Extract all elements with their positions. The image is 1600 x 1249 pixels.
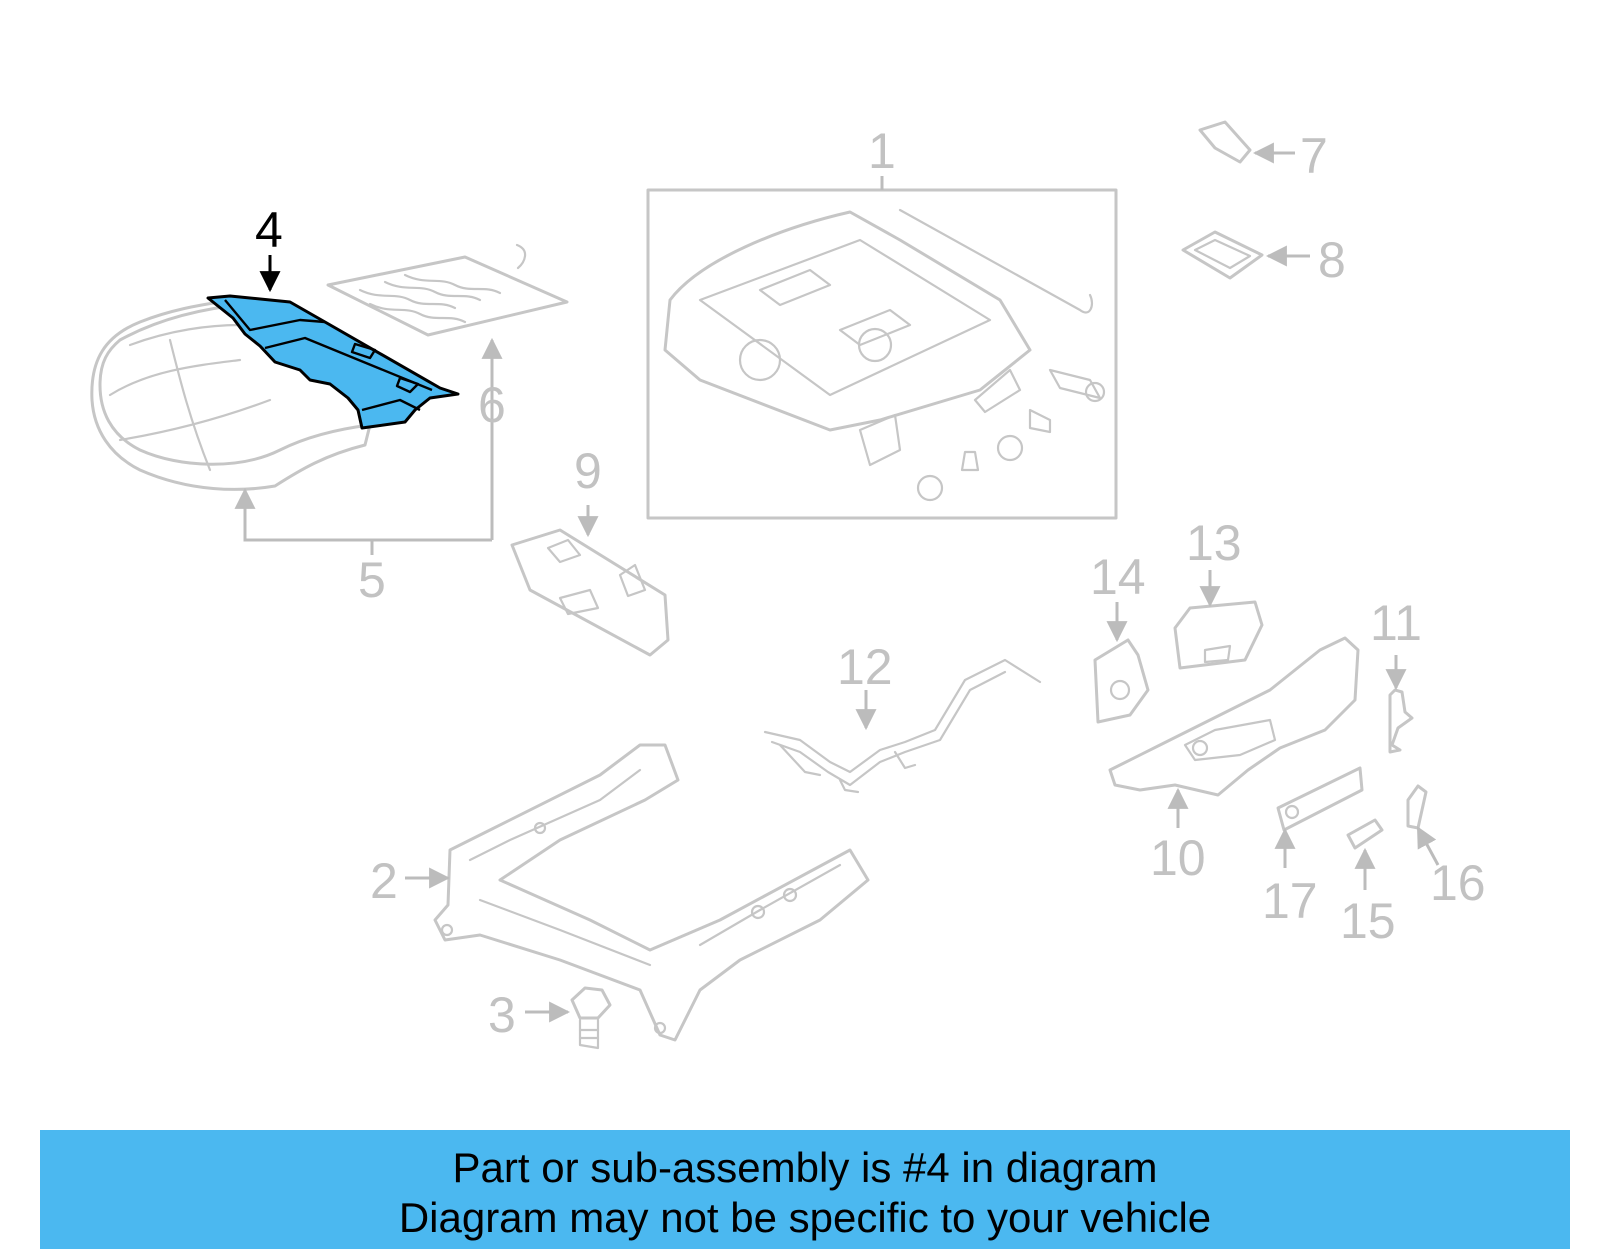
callout-10: 10 bbox=[1150, 830, 1206, 886]
callout-16: 16 bbox=[1430, 855, 1486, 911]
callout-3: 3 bbox=[488, 987, 516, 1043]
part-9-housing bbox=[510, 528, 670, 657]
part-7-clip bbox=[1198, 120, 1252, 164]
info-banner: Part or sub-assembly is #4 in diagram Di… bbox=[40, 1130, 1570, 1249]
callout-9: 9 bbox=[574, 443, 602, 499]
seat-frame-part bbox=[663, 208, 1106, 502]
heater-mat-part bbox=[326, 243, 569, 337]
callout-6: 6 bbox=[478, 377, 506, 433]
part-10-side-trim bbox=[1108, 636, 1360, 797]
callout-8: 8 bbox=[1318, 232, 1346, 288]
callout-17: 17 bbox=[1262, 873, 1318, 929]
part-11-clip bbox=[1388, 688, 1414, 754]
highlighted-part-4 bbox=[206, 294, 460, 430]
banner-line-part-number: Part or sub-assembly is #4 in diagram bbox=[452, 1144, 1158, 1191]
part-16-cap bbox=[1406, 784, 1428, 830]
callout-11: 11 bbox=[1370, 595, 1422, 651]
callout-4: 4 bbox=[255, 202, 283, 258]
part-13-switch bbox=[1173, 600, 1264, 670]
callout-15: 15 bbox=[1340, 893, 1396, 949]
part-2-seat-track bbox=[433, 743, 870, 1042]
banner-line-disclaimer: Diagram may not be specific to your vehi… bbox=[398, 1194, 1212, 1241]
callout-1: 1 bbox=[868, 123, 896, 179]
leader-16 bbox=[1416, 826, 1440, 866]
part-3-bolt bbox=[570, 986, 612, 1050]
callout-2: 2 bbox=[370, 853, 398, 909]
part-8-pad bbox=[1181, 230, 1264, 280]
leader-5-bracket bbox=[243, 492, 492, 542]
callout-5: 5 bbox=[358, 552, 386, 608]
seat-cushion-part bbox=[90, 300, 372, 491]
part-17-bezel bbox=[1276, 766, 1364, 832]
callout-12: 12 bbox=[837, 639, 893, 695]
callout-7: 7 bbox=[1300, 128, 1328, 184]
part-15-cap bbox=[1346, 818, 1384, 850]
callout-14: 14 bbox=[1090, 549, 1146, 605]
seat-frame-box bbox=[646, 188, 1118, 520]
part-14-bracket bbox=[1093, 638, 1150, 724]
callout-13: 13 bbox=[1186, 515, 1242, 571]
part-12-harness bbox=[763, 658, 1042, 794]
